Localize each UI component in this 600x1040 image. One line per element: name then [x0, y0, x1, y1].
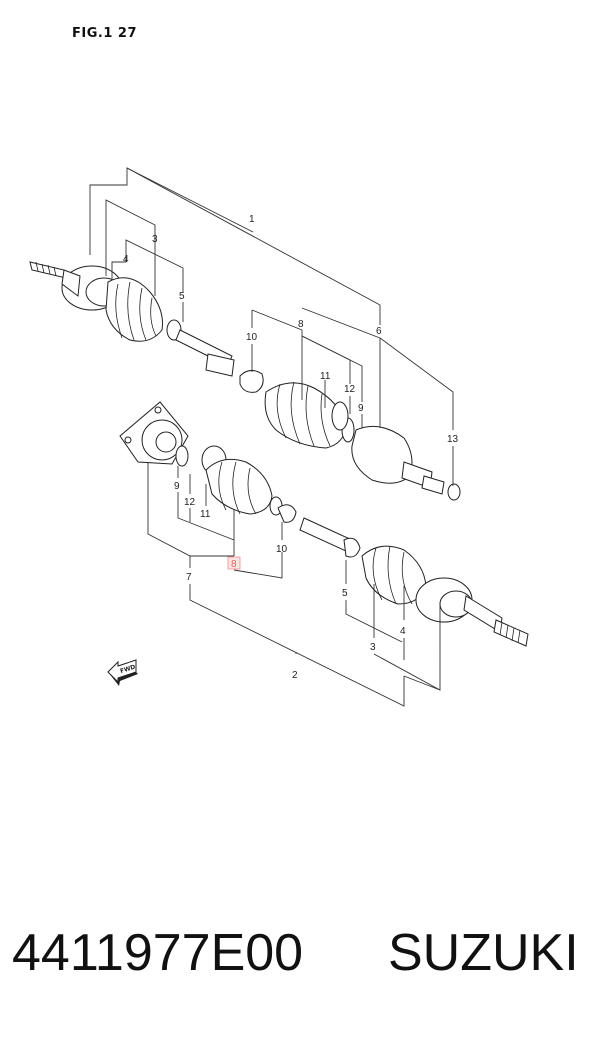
upper-outer-boot: [105, 277, 163, 342]
part-number: 4411977E00: [12, 924, 304, 982]
lower-flange-housing: [119, 401, 189, 465]
callout-4-lower: 4: [400, 626, 406, 637]
callout-7: 7: [186, 572, 192, 583]
figure-title: FIG.1 27: [72, 26, 137, 41]
callout-5-upper: 5: [179, 291, 185, 302]
lower-ring-9: [175, 445, 189, 467]
callout-12-lower: 12: [184, 497, 196, 508]
callout-12-upper: 12: [344, 384, 356, 395]
callout-3-lower: 3: [370, 642, 376, 653]
callout-4-upper: 4: [123, 254, 129, 265]
callout-2: 2: [292, 670, 298, 681]
callout-6: 6: [376, 326, 382, 337]
upper-drive-shaft: [29, 261, 461, 501]
callout-5-lower: 5: [342, 588, 348, 599]
upper-snap-ring: [239, 370, 264, 393]
lower-drive-shaft: [119, 401, 529, 647]
lower-snap-ring: [277, 504, 297, 523]
parts-diagram: FIG.1 27: [29, 26, 529, 707]
exploded-view-drawing: 1 3 4 5 8 6 10 11 12 9 13 9 12 11 10 8 7…: [29, 167, 529, 707]
callout-3-upper: 3: [152, 234, 158, 245]
footer-caption: 4411977E00 SUZUKI: [0, 865, 600, 1040]
callout-11-lower: 11: [200, 509, 211, 520]
callout-11-upper: 11: [320, 371, 331, 382]
lower-outer-cv-joint: [415, 577, 503, 633]
lower-shaft-bar: [299, 517, 353, 553]
upper-inner-cv-housing: [351, 425, 445, 495]
upper-inner-boot: [264, 381, 347, 449]
callout-labels: 1 3 4 5 8 6 10 11 12 9 13 9 12 11 10 8 7…: [123, 214, 459, 681]
callout-10-lower: 10: [276, 544, 288, 555]
upper-shaft-spline: [205, 353, 235, 377]
callout-8-upper: 8: [298, 319, 304, 330]
upper-leader-lines: [89, 167, 454, 486]
upper-ring-12: [331, 401, 349, 431]
callout-13: 13: [447, 434, 459, 445]
callout-1: 1: [249, 214, 255, 225]
lower-spline-end: [493, 619, 529, 647]
callout-8-highlight: [227, 556, 241, 570]
fwd-label: FWD: [119, 664, 136, 676]
brand-name: SUZUKI: [388, 924, 579, 982]
lower-inner-boot: [205, 458, 273, 515]
upper-circlip-13: [447, 483, 461, 501]
callout-9-upper: 9: [358, 403, 364, 414]
lower-leader-lines: [147, 462, 441, 707]
lower-shaft-clip: [343, 537, 361, 558]
fwd-arrow-icon: FWD: [107, 659, 138, 686]
callout-9-lower: 9: [174, 481, 180, 492]
callout-8-lower: 8: [231, 559, 237, 570]
upper-spline-end: [29, 261, 67, 279]
callout-10-upper: 10: [246, 332, 258, 343]
